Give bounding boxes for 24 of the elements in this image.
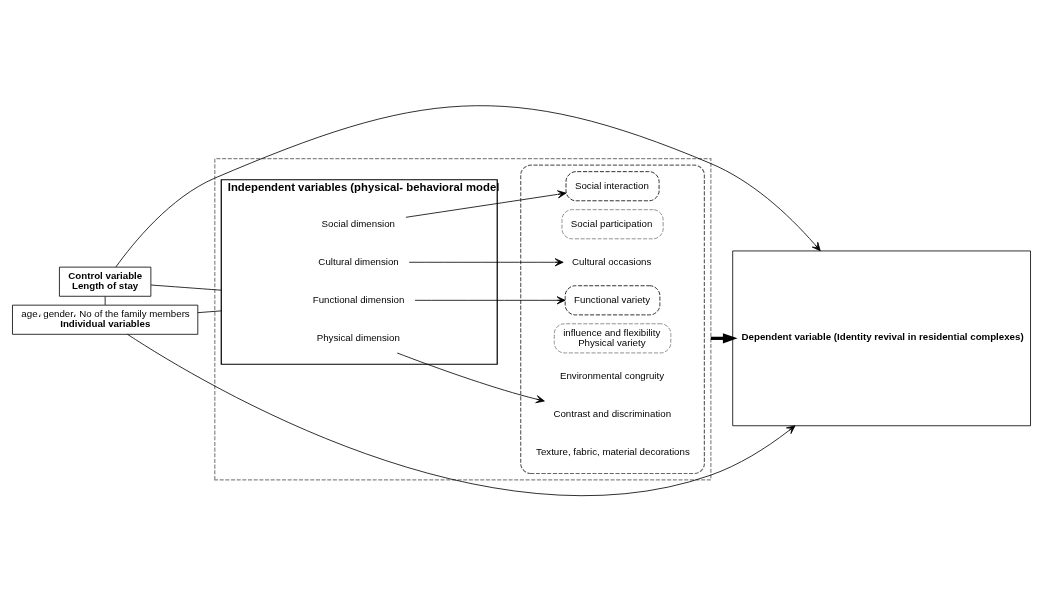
arrow: [405, 190, 567, 218]
arrow: [414, 296, 566, 305]
node-box: Social interaction: [565, 171, 660, 202]
cluster: [214, 158, 712, 481]
node-text: Environmental congruity: [559, 369, 665, 381]
node-text: Cultural dimension: [318, 255, 399, 267]
node-box: Social participation: [561, 209, 664, 240]
arrow: [408, 258, 564, 267]
node-text: Cultural occasions: [572, 255, 652, 267]
node-text: Contrast and discrimination: [553, 407, 672, 419]
connector: [104, 296, 106, 306]
node-box: influence and flexibility Physical variety: [553, 323, 672, 354]
arrow: [396, 352, 545, 404]
connector: [150, 284, 222, 291]
node-box: Control variable Length of stay: [59, 266, 152, 297]
arrow: [115, 105, 821, 268]
connector: [197, 310, 222, 314]
cluster: [520, 164, 705, 475]
node-text: Texture, fabric, material decorations: [536, 445, 690, 457]
node-text: Functional dimension: [312, 293, 405, 305]
node-text: Social dimension: [321, 217, 395, 229]
node-box: Functional variety: [564, 285, 661, 316]
node-text: Physical dimension: [316, 331, 400, 343]
node-box: Dependent variable (Identity revival in residential complexes): [732, 250, 1031, 427]
